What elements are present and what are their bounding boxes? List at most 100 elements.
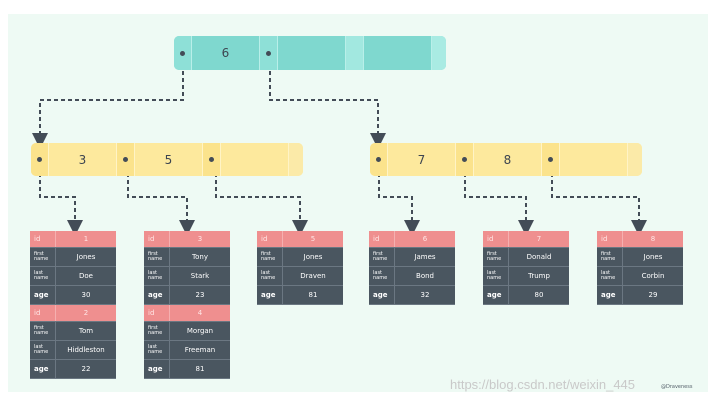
leaf-left-pointer-3	[289, 143, 303, 176]
leaf-right-pointer-3	[628, 143, 642, 176]
root-node: 6	[174, 36, 446, 70]
root-pointer-1	[260, 36, 278, 70]
leaf-right-pointer-2	[542, 143, 560, 176]
leaf-node-left: 3 5	[31, 143, 303, 176]
id-value: 5	[310, 235, 316, 243]
root-pointer-0	[174, 36, 192, 70]
id-value: 7	[536, 235, 542, 243]
leaf-right-key-3	[560, 143, 628, 176]
age-value: 81	[195, 365, 205, 373]
leaf-right-pointer-1	[456, 143, 474, 176]
first-name-value: Jones	[76, 253, 96, 261]
last-name-value: Draven	[300, 272, 326, 280]
root-key-2	[278, 36, 346, 70]
id-value: 2	[83, 309, 89, 317]
age-label: age	[30, 360, 56, 378]
record-1-id-row: id 1	[30, 231, 116, 248]
first-name-value: Donald	[526, 253, 552, 261]
record-3-id-row: id 3	[144, 231, 230, 248]
record-7-id-row: id 7	[483, 231, 569, 248]
id-label: id	[257, 231, 283, 247]
leaf-right-key-1: 7	[388, 143, 456, 176]
age-value: 30	[81, 291, 91, 299]
author-credit: @Draveness	[661, 384, 693, 390]
age-value: 23	[195, 291, 205, 299]
watermark-text: https://blog.csdn.net/weixin_445	[450, 377, 636, 392]
id-value: 4	[197, 309, 203, 317]
leaf-left-pointer-0	[31, 143, 49, 176]
record-6-age-row: age 32	[369, 286, 455, 305]
age-value: 32	[420, 291, 430, 299]
leaf-left-key-2: 5	[135, 143, 203, 176]
age-label: age	[257, 286, 283, 304]
arrow-leaf-to-record-6	[378, 159, 420, 236]
id-label: id	[144, 305, 170, 321]
first-name-value: Tom	[78, 327, 94, 335]
first-name-value: Jones	[303, 253, 323, 261]
arrow-root-to-leaf-right	[269, 50, 386, 149]
last-name-value: Stark	[190, 272, 210, 280]
record-7-age-row: age 80	[483, 286, 569, 305]
record-2-age-row: age 22	[30, 360, 116, 379]
id-value: 1	[83, 235, 89, 243]
first-name-value: James	[414, 253, 436, 261]
id-label: id	[144, 231, 170, 247]
leaf-left-pointer-2	[203, 143, 221, 176]
record-5-id-row: id 5	[257, 231, 343, 248]
last-name-value: Corbin	[641, 272, 665, 280]
arrow-leaf-to-record-8	[551, 159, 647, 236]
arrow-leaf-to-record-5	[215, 159, 308, 236]
id-value: 3	[197, 235, 203, 243]
record-2-id-row: id 2	[30, 305, 116, 322]
record-6-id-row: id 6	[369, 231, 455, 248]
arrow-leaf-to-record-7	[464, 159, 534, 236]
arrow-root-to-leaf-left	[32, 50, 184, 149]
age-value: 80	[534, 291, 544, 299]
age-value: 22	[81, 365, 91, 373]
leaf-left-key-3	[221, 143, 289, 176]
last-name-value: Doe	[79, 272, 93, 280]
id-label: id	[30, 231, 56, 247]
first-name-value: Tony	[192, 253, 208, 261]
last-name-value: Bond	[416, 272, 434, 280]
id-label: id	[483, 231, 509, 247]
record-4-age-row: age 81	[144, 360, 230, 379]
age-value: 81	[308, 291, 318, 299]
id-value: 8	[650, 235, 656, 243]
first-name-value: Jones	[643, 253, 663, 261]
age-label: age	[144, 286, 170, 304]
record-4-id-row: id 4	[144, 305, 230, 322]
root-pointer-2	[346, 36, 364, 70]
age-label: age	[369, 286, 395, 304]
age-label: age	[144, 360, 170, 378]
record-3-age-row: age 23	[144, 286, 230, 305]
